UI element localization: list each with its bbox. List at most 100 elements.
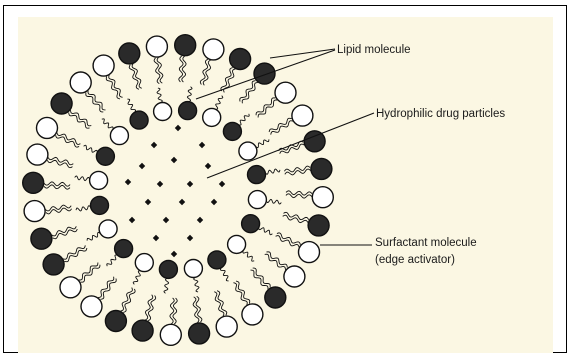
lipid-head-outer [24,201,45,222]
diagram-panel: Lipid molecule Hydrophilic drug particle… [18,17,553,353]
drug-particle [125,179,131,185]
drug-particle [175,125,181,131]
drug-particle [187,235,193,241]
outer-lipid-tail [271,121,293,135]
drug-particle [199,142,205,148]
inner-lipid-tail [187,87,192,102]
outer-lipid-tail [182,56,186,82]
lipid-head-outer [242,304,263,325]
lipid-head-outer [37,117,58,138]
surfactant-head-outer [132,320,153,341]
surfactant-head-inner [242,215,260,233]
lipid-head-inner [248,191,266,209]
outer-lipid-tail [203,60,211,85]
lipid-head-outer [60,277,81,298]
outer-lipid-tail [283,215,308,223]
surfactant-head-outer [304,131,325,152]
outer-lipid-tail [79,263,98,281]
lipid-head-outer [284,266,305,287]
surfactant-head-outer [254,63,275,84]
inner-lipid-tail [133,271,140,285]
inner-lipid-tail [127,99,135,112]
lipid-head-inner [135,254,153,272]
surfactant-head-outer [31,228,52,249]
drug-particle [151,142,157,148]
drug-particle [219,181,225,187]
drug-particle [171,251,177,257]
inner-lipid-tail [102,119,113,130]
drug-particle [179,199,185,205]
lipid-head-inner [99,220,117,238]
drug-particle [157,181,163,187]
surfactant-head-outer [43,254,64,275]
lipid-head-outer [203,39,224,60]
outer-lipid-tail [242,82,258,103]
outer-lipid-tail [286,194,312,198]
lipid-head-inner [90,171,108,189]
drug-particle [139,163,145,169]
surfactant-head-outer [105,311,126,332]
lipid-head-outer [312,187,333,208]
lipid-head-outer [292,105,313,126]
inner-lipid-tail [107,255,118,266]
molecule-heads [23,35,334,346]
lipid-head-inner [184,260,202,278]
inner-lipid-tail [215,96,222,110]
lipid-head-inner [154,103,172,121]
outer-lipid-tail [70,110,91,126]
inner-lipid-tail [259,227,273,234]
outer-lipid-tail [98,277,114,298]
lipid-tails [44,56,312,324]
surfactant-head-outer [119,43,140,64]
surfactant-head-inner [179,102,197,120]
lipid-head-inner [228,235,246,253]
transfersome-diagram: Lipid molecule Hydrophilic drug particle… [18,17,553,353]
outer-lipid-tail [258,100,277,118]
drug-particle [129,217,135,223]
drug-particle [211,199,217,205]
surfactant-head-inner [223,122,241,140]
lipid-head-outer [93,55,114,76]
surfactant-head-inner [159,260,177,278]
surfactant-head-inner [91,196,109,214]
inner-lipid-tail [76,206,91,211]
drug-particle [163,217,169,223]
drug-particle [153,235,159,241]
surfactant-label-line-1: Surfactant molecule [375,237,477,249]
drug-particle [187,181,193,187]
inner-lipid-tail [243,251,254,262]
surfactant-label-line-2: (edge activator) [375,254,455,266]
drug-particle [145,199,151,205]
drug-particle [197,217,203,223]
drug-particle [205,163,211,169]
outer-lipid-tail [265,254,286,270]
outer-lipid-tail [88,91,106,110]
surfactant-head-outer [265,287,286,308]
surfactant-head-outer [230,49,251,70]
outer-lipid-tail [233,283,247,305]
lipid-head-outer [299,242,320,263]
lipid-head-outer [70,72,91,93]
surfactant-head-outer [311,158,332,179]
drug-particle [171,157,177,163]
drug-particles [125,125,225,257]
outer-lipid-tail [63,245,85,259]
inner-lipid-tail [220,268,228,281]
surfactant-head-inner [115,240,133,258]
outer-lipid-tail [170,298,174,324]
outer-lipid-tail [44,182,70,186]
surfactant-head-inner [248,166,266,184]
surfactant-head-outer [23,172,44,193]
inner-lipid-tail [265,169,280,174]
inner-lipid-tail [157,88,162,103]
hydrophilic-drug-label: Hydrophilic drug particles [376,108,505,120]
lipid-molecule-label: Lipid molecule [337,44,411,56]
inner-lipid-tail [87,232,100,240]
inner-lipid-tail [239,114,250,125]
lipid-head-outer [275,82,296,103]
lipid-head-inner [203,108,221,126]
outer-lipid-tail [109,75,123,97]
surfactant-head-outer [189,323,210,344]
lipid-head-outer [27,144,48,165]
lipid-head-outer [160,324,181,345]
